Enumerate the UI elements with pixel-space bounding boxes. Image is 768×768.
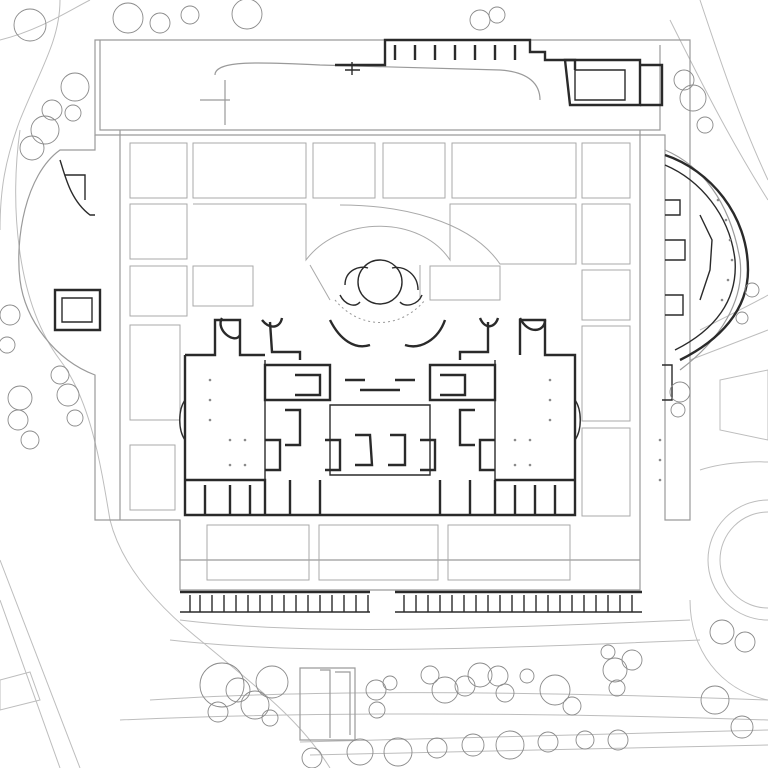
rotunda-pavilion — [334, 259, 426, 323]
garden-parterre — [129, 142, 631, 581]
palace-main-building — [179, 317, 581, 517]
north-service-wing — [335, 38, 664, 107]
southern-arcade — [180, 590, 642, 613]
east-exedra — [662, 153, 750, 401]
column-dots — [208, 198, 734, 482]
site-boundary — [18, 39, 742, 741]
west-pavilion — [53, 159, 102, 332]
